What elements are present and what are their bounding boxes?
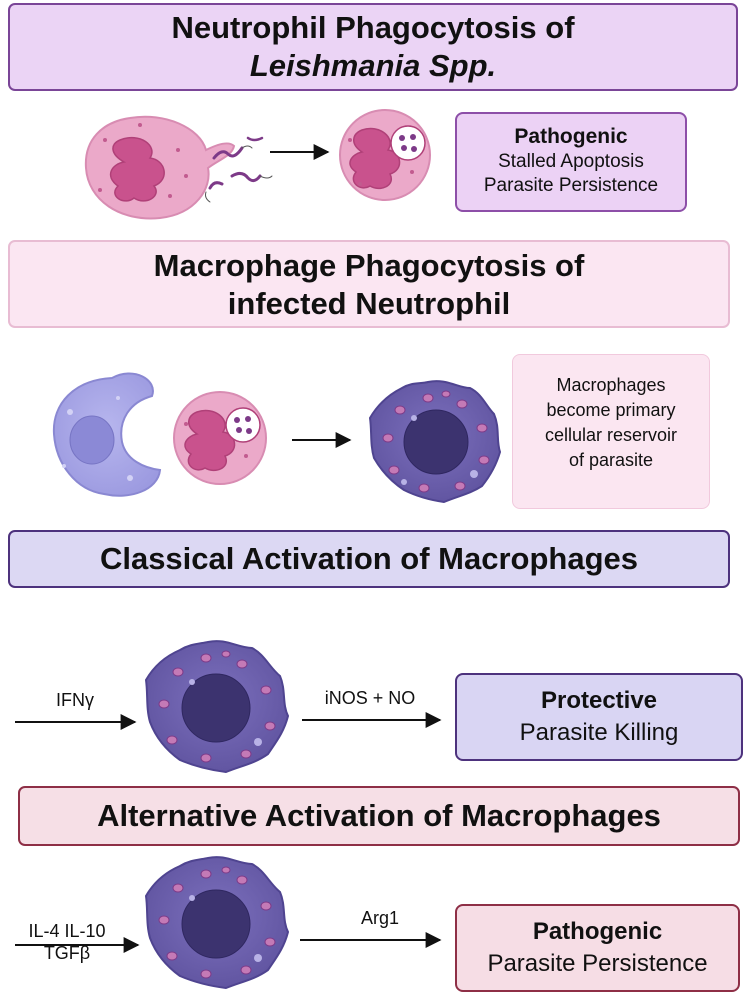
alternatively-activated-macrophage	[144, 856, 290, 990]
neutrophil-phagocytosis-header: Neutrophil Phagocytosis of Leishmania Sp…	[8, 3, 738, 91]
header-text: Macrophage Phagocytosis of	[153, 248, 585, 283]
inos-no-label: iNOS + NO	[324, 688, 416, 708]
infected-neutrophil	[339, 109, 431, 201]
classically-activated-macrophage	[144, 640, 290, 774]
cytokines-label: IL-4 IL-10 TGFβ	[12, 920, 122, 964]
outcome-heading: Protective	[540, 687, 658, 714]
outcome-line: of parasite	[568, 450, 654, 470]
infected-neutrophil	[173, 391, 267, 485]
outcome-line: Parasite Persistence	[483, 175, 659, 196]
header-text: infected Neutrophil	[227, 286, 511, 321]
macrophage-phagocytosis-header: Macrophage Phagocytosis of infected Neut…	[8, 240, 730, 328]
pathogenic-outcome-box: Pathogenic Stalled Apoptosis Parasite Pe…	[455, 112, 687, 212]
leishmania-promastigotes	[205, 136, 273, 203]
reservoir-outcome-box: Macrophages become primary cellular rese…	[512, 354, 710, 509]
protective-outcome-box: Protective Parasite Killing	[455, 673, 743, 761]
header-species: Leishmania Spp.	[249, 48, 497, 83]
outcome-line: become primary	[546, 400, 676, 420]
macrophage-crescent	[52, 372, 162, 497]
alternative-activation-header: Alternative Activation of Macrophages	[18, 786, 740, 846]
outcome-line: Parasite Persistence	[487, 950, 708, 977]
outcome-heading: Pathogenic	[514, 125, 628, 148]
ifn-gamma-label: IFNγ	[56, 690, 94, 710]
outcome-line: Macrophages	[556, 375, 666, 395]
outcome-heading: Pathogenic	[532, 918, 663, 945]
outcome-line: Parasite Killing	[519, 719, 679, 746]
classical-activation-header: Classical Activation of Macrophages	[8, 530, 730, 588]
header-text: Neutrophil Phagocytosis of	[171, 10, 575, 45]
pathogenic-persistence-box: Pathogenic Parasite Persistence	[455, 904, 740, 992]
outcome-line: cellular reservoir	[544, 425, 678, 445]
neutrophil-engulfing	[84, 115, 236, 220]
outcome-line: Stalled Apoptosis	[498, 151, 644, 172]
arg1-label: Arg1	[360, 908, 400, 928]
cytokine-line: IL-4 IL-10	[28, 921, 106, 941]
infected-macrophage	[368, 380, 502, 504]
cytokine-line: TGFβ	[43, 943, 91, 963]
